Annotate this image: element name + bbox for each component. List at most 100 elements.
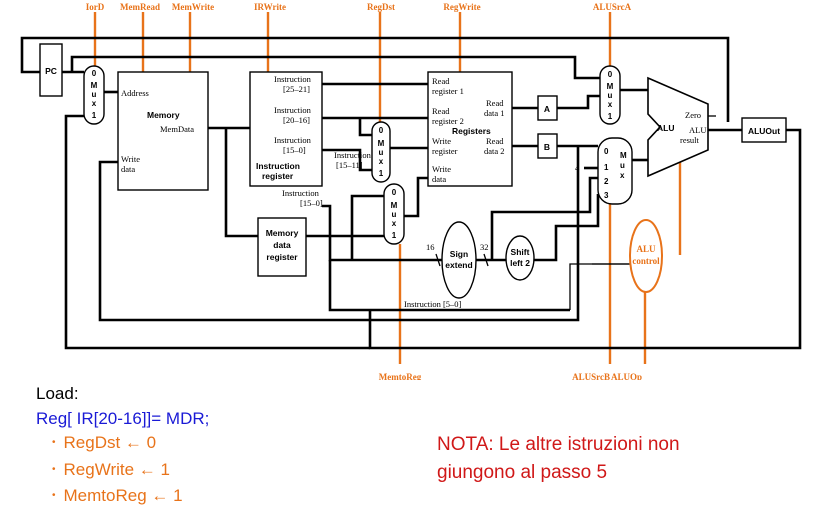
data-wires [20, 36, 802, 350]
a-register-label: A [544, 104, 550, 114]
alusrca-mux-in1: 1 [608, 112, 613, 121]
a-register [537, 95, 558, 121]
aluop-label: ALUOp [611, 372, 642, 380]
regs-write-reg-b: register [432, 146, 458, 156]
memtoreg-mux-x: x [392, 219, 397, 228]
iord-label: IorD [86, 2, 105, 12]
mdr-line1: Memory [266, 228, 299, 238]
bus-mark-16 [435, 253, 441, 267]
alusrcb-mux [597, 137, 633, 205]
alusrcb-mux-m: M [620, 151, 627, 160]
b-register-label: B [544, 142, 550, 152]
regdst-mux-x: x [379, 157, 384, 166]
memtoreg-mux [383, 183, 405, 245]
alusrca-mux-in0: 0 [608, 70, 613, 79]
regs-write-data-a: Write [432, 164, 451, 174]
aluout-register [741, 117, 787, 143]
ir-title-2: register [262, 171, 294, 181]
regwrite-label: RegWrite [443, 2, 480, 12]
memtoreg-mux-in1: 1 [392, 231, 397, 240]
alusrcb-mux-in0: 0 [604, 147, 609, 156]
regdst-mux-in0: 0 [379, 126, 384, 135]
register-file [427, 71, 513, 187]
memtoreg-mux-u: u [392, 210, 397, 219]
load-title: Load: [36, 384, 79, 403]
memory-data-label: data [121, 164, 135, 174]
wire-instr-5-0: Instruction [5–0] [404, 299, 462, 309]
wire-instr-15-11-a: Instruction [334, 150, 372, 160]
regdst-mux [371, 121, 391, 183]
alusrcb-mux-in1: 1 [604, 163, 609, 172]
memtoreg-label: MemtoReg [379, 372, 422, 380]
ir-field-25-21-b: [25–21] [283, 84, 310, 94]
regs-write-data-b: data [432, 174, 446, 184]
nota-line2: giungono al passo 5 [437, 462, 608, 483]
b-register [537, 133, 558, 159]
datapath-diagram: IorD MemRead MemWrite IRWrite RegDst Reg… [20, 2, 802, 380]
shift-left-line1: Shift [511, 247, 530, 257]
alusrca-label: ALUSrcA [593, 2, 632, 12]
iord-mux-u: u [92, 90, 97, 99]
memtoreg-mux-in0: 0 [392, 188, 397, 197]
wire-instr-15-0-a: Instruction [282, 188, 320, 198]
shift-left-line2: left 2 [510, 258, 530, 268]
regs-read-data1-a: Read [486, 98, 504, 108]
memory-memdata-label: MemData [160, 124, 194, 134]
regs-title: Registers [452, 126, 491, 136]
instruction-register [249, 71, 323, 187]
alu-control-line2: control [632, 256, 660, 266]
bus-mark-32 [483, 253, 489, 267]
regs-read-reg1-b: register 1 [432, 86, 464, 96]
wire-instr-15-0-b: [15–0] [300, 198, 323, 208]
bus-16-label: 16 [426, 242, 435, 252]
iord-mux [83, 65, 105, 125]
memory-block [117, 71, 209, 191]
iord-mux-in0: 0 [92, 69, 97, 78]
alusrca-mux-x: x [608, 100, 613, 109]
memwrite-label: MemWrite [172, 2, 214, 12]
iord-mux-in1: 1 [92, 111, 97, 120]
bullet-regdst: •RegDst ← 0 [52, 433, 157, 452]
alusrcb-mux-u: u [620, 161, 625, 170]
mdr-line3: register [266, 252, 298, 262]
pc-register [39, 43, 63, 97]
alu-result-b: result [680, 135, 700, 145]
regdst-label: RegDst [367, 2, 395, 12]
ir-field-20-16-a: Instruction [274, 105, 312, 115]
regs-read-reg1-a: Read [432, 76, 450, 86]
memread-label: MemRead [120, 2, 160, 12]
ir-field-20-16-b: [20–16] [283, 115, 310, 125]
nota-line1: NOTA: Le altre istruzioni non [437, 434, 680, 455]
pc-label: PC [45, 66, 57, 76]
memory-write-label: Write [121, 154, 140, 164]
regdst-mux-m: M [378, 139, 385, 148]
sign-extend-line1: Sign [450, 249, 468, 259]
alu-title: ALU [657, 123, 674, 133]
regs-read-data1-b: data 1 [484, 108, 505, 118]
memory-address-label: Address [121, 88, 149, 98]
shift-left-2 [505, 235, 535, 281]
bullet-memtoreg: •MemtoReg ← 1 [52, 486, 183, 505]
alu-zero-label: Zero [685, 110, 701, 120]
alusrcb-mux-x: x [620, 171, 625, 180]
bullet-memtoreg-text: MemtoReg ← 1 [63, 486, 183, 505]
ir-title-1: Instruction [256, 161, 300, 171]
regs-read-data2-a: Read [486, 136, 504, 146]
ir-field-15-0-a: Instruction [274, 135, 312, 145]
ir-field-25-21-a: Instruction [274, 74, 312, 84]
memtoreg-mux-m: M [391, 201, 398, 210]
regs-read-reg2-a: Read [432, 106, 450, 116]
regdst-mux-in1: 1 [379, 169, 384, 178]
aluout-label: ALUOut [748, 126, 780, 136]
alu-result-a: ALU [689, 125, 706, 135]
irwrite-label: IRWrite [254, 2, 286, 12]
bullet-regwrite: •RegWrite ← 1 [52, 460, 170, 479]
sign-extend-line2: extend [445, 260, 472, 270]
iord-mux-x: x [92, 99, 97, 108]
memory-title: Memory [147, 110, 180, 120]
regs-read-reg2-b: register 2 [432, 116, 464, 126]
mdr-line2: data [273, 240, 291, 250]
alu-control-line1: ALU [636, 244, 656, 254]
iord-mux-m: M [91, 81, 98, 90]
alusrca-mux-u: u [608, 91, 613, 100]
